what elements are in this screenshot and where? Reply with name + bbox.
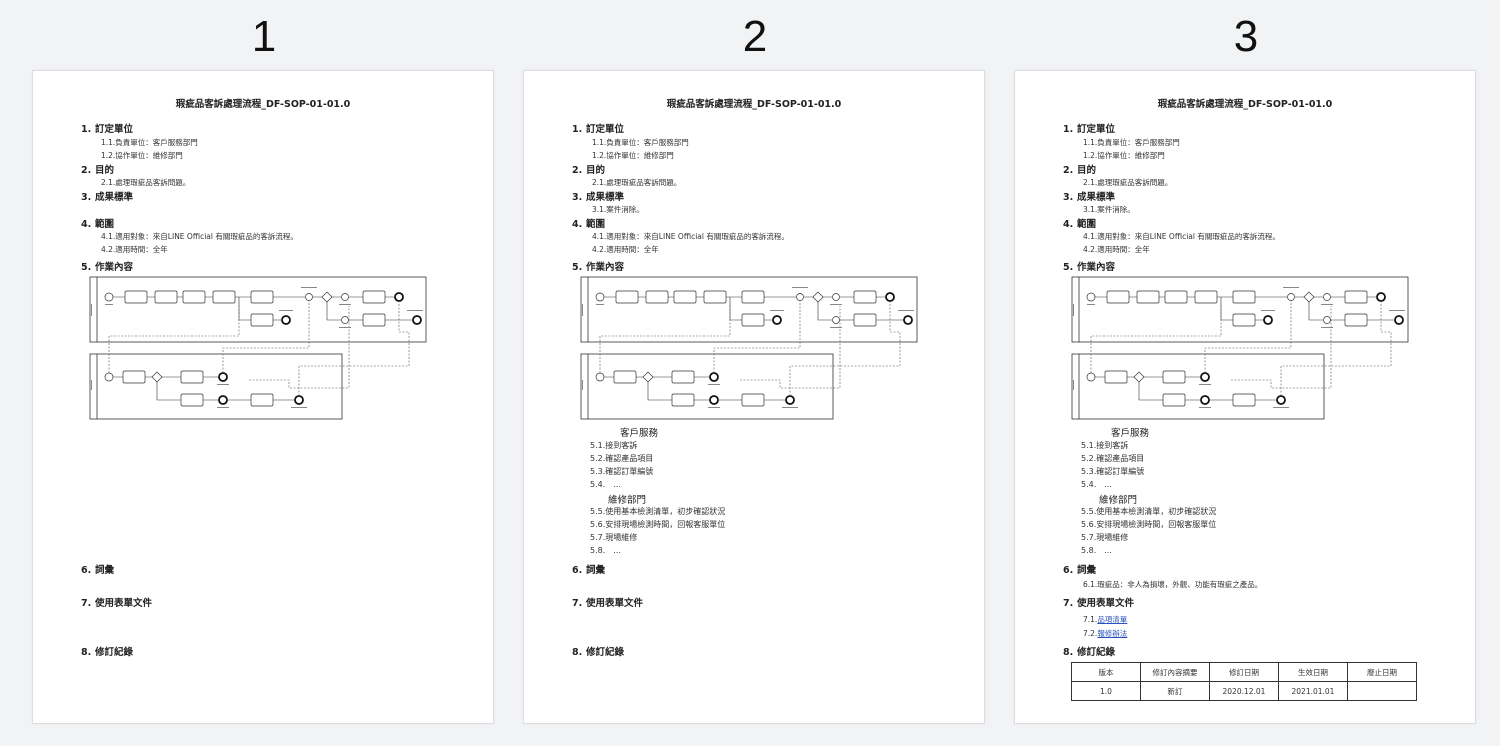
section-7: 7.使用表單文件 (81, 598, 153, 609)
table-cell (1347, 681, 1417, 701)
section-1: 1.訂定單位 (1063, 124, 1116, 135)
page-number-2: 2 (742, 12, 768, 61)
section-6: 6.詞彙 (572, 565, 606, 576)
section-8: 8.修訂紀錄 (572, 647, 625, 658)
flow-step: 5.6.安排現場檢測時間，回報客服單位 (1081, 520, 1217, 529)
section-1-item: 1.2.協作單位：維修部門 (592, 151, 674, 160)
flow-step: 5.8. ... (1081, 546, 1112, 555)
lane-title-repair-dept: 維修部門 (1099, 495, 1138, 506)
section-1-item: 1.1.負責單位：客戶服務部門 (592, 138, 689, 147)
doc-title: 瑕疵品客訴處理流程_DF-SOP-01-01.0 (175, 99, 351, 110)
section-2: 2.目的 (572, 165, 606, 176)
section-3-item: 3.1.案件消除。 (592, 205, 644, 214)
section-4-item: 4.2.適用時間：全年 (101, 245, 168, 254)
lane-title-customer-service: 客戶服務 (620, 428, 659, 439)
section-2-item: 2.1.處理瑕疵品客訴問題。 (592, 178, 682, 187)
section-4-item: 4.2.適用時間：全年 (592, 245, 659, 254)
table-row: 1.0 新訂 2020.12.01 2021.01.01 (1071, 681, 1417, 701)
table-header-cell: 修訂日期 (1209, 662, 1279, 682)
document-page-1[interactable]: 瑕疵品客訴處理流程_DF-SOP-01-01.0 1.訂定單位 1.1.負責單位… (32, 70, 494, 724)
section-2-item: 2.1.處理瑕疵品客訴問題。 (101, 178, 191, 187)
section-4: 4.範圍 (81, 219, 115, 230)
section-5: 5.作業內容 (1063, 262, 1116, 273)
section-3-item: 3.1.案件消除。 (1083, 205, 1135, 214)
section-3: 3.成果標準 (572, 192, 625, 203)
section-1-item: 1.2.協作單位：維修部門 (1083, 151, 1165, 160)
page-number-3: 3 (1233, 12, 1259, 61)
link-item-list[interactable]: 品項清單 (1097, 615, 1128, 624)
table-cell: 2020.12.01 (1209, 681, 1279, 701)
section-6: 6.詞彙 (81, 565, 115, 576)
section-4: 4.範圍 (572, 219, 606, 230)
flow-step: 5.6.安排現場檢測時間，回報客服單位 (590, 520, 726, 529)
section-7-item: 7.2.報修辦法 (1083, 629, 1128, 638)
section-7-item: 7.1.品項清單 (1083, 615, 1128, 624)
table-cell: 1.0 (1071, 681, 1141, 701)
flow-step: 5.2.確認產品項目 (1081, 454, 1145, 463)
table-header-cell: 廢止日期 (1347, 662, 1417, 682)
section-4-item: 4.2.適用時間：全年 (1083, 245, 1150, 254)
flow-step: 5.2.確認產品項目 (590, 454, 654, 463)
table-header-cell: 修訂內容摘要 (1140, 662, 1210, 682)
lane-title-customer-service: 客戶服務 (1111, 428, 1150, 439)
flow-step: 5.7.現場維修 (590, 533, 638, 542)
flow-step: 5.3.確認訂單編號 (1081, 467, 1145, 476)
section-6-item: 6.1.瑕疵品：非人為損壞，外觀、功能有瑕疵之產品。 (1083, 580, 1263, 589)
section-2-item: 2.1.處理瑕疵品客訴問題。 (1083, 178, 1173, 187)
section-1-item: 1.1.負責單位：客戶服務部門 (101, 138, 198, 147)
section-4-item: 4.1.適用對象：來自LINE Official 有關瑕疵品的客訴流程。 (1083, 232, 1280, 241)
page-number-1: 1 (251, 12, 277, 61)
section-2: 2.目的 (81, 165, 115, 176)
section-5: 5.作業內容 (81, 262, 134, 273)
doc-title: 瑕疵品客訴處理流程_DF-SOP-01-01.0 (1157, 99, 1333, 110)
section-8: 8.修訂紀錄 (81, 647, 134, 658)
section-8: 8.修訂紀錄 (1063, 647, 1116, 658)
flow-step: 5.7.現場維修 (1081, 533, 1129, 542)
section-1-item: 1.2.協作單位：維修部門 (101, 151, 183, 160)
bpmn-flow-diagram (89, 276, 435, 425)
section-3: 3.成果標準 (81, 192, 134, 203)
flow-step: 5.4. ... (1081, 480, 1112, 489)
section-1-item: 1.1.負責單位：客戶服務部門 (1083, 138, 1180, 147)
section-7: 7.使用表單文件 (572, 598, 644, 609)
revision-table: 版本 修訂內容摘要 修訂日期 生效日期 廢止日期 1.0 新訂 2020.12.… (1071, 662, 1417, 701)
lane-title-repair-dept: 維修部門 (608, 495, 647, 506)
flow-step: 5.3.確認訂單編號 (590, 467, 654, 476)
section-2: 2.目的 (1063, 165, 1097, 176)
document-page-2[interactable]: 瑕疵品客訴處理流程_DF-SOP-01-01.0 1.訂定單位 1.1.負責單位… (523, 70, 985, 724)
flow-step: 5.4. ... (590, 480, 621, 489)
table-header-cell: 版本 (1071, 662, 1141, 682)
section-4: 4.範圍 (1063, 219, 1097, 230)
section-6: 6.詞彙 (1063, 565, 1097, 576)
bpmn-flow-diagram (1071, 276, 1417, 425)
flow-step: 5.1.接到客訴 (1081, 441, 1129, 450)
flow-step: 5.5.使用基本檢測清單，初步確認狀況 (1081, 507, 1217, 516)
flow-step: 5.5.使用基本檢測清單，初步確認狀況 (590, 507, 726, 516)
section-4-item: 4.1.適用對象：來自LINE Official 有關瑕疵品的客訴流程。 (101, 232, 298, 241)
section-5: 5.作業內容 (572, 262, 625, 273)
section-4-item: 4.1.適用對象：來自LINE Official 有關瑕疵品的客訴流程。 (592, 232, 789, 241)
bpmn-flow-diagram (580, 276, 926, 425)
document-page-3[interactable]: 瑕疵品客訴處理流程_DF-SOP-01-01.0 1.訂定單位 1.1.負責單位… (1014, 70, 1476, 724)
table-header-cell: 生效日期 (1278, 662, 1348, 682)
link-repair-policy[interactable]: 報修辦法 (1097, 629, 1128, 638)
table-cell: 新訂 (1140, 681, 1210, 701)
table-cell: 2021.01.01 (1278, 681, 1348, 701)
flow-step: 5.1.接到客訴 (590, 441, 638, 450)
section-3: 3.成果標準 (1063, 192, 1116, 203)
section-7: 7.使用表單文件 (1063, 598, 1135, 609)
flow-step: 5.8. ... (590, 546, 621, 555)
table-header-row: 版本 修訂內容摘要 修訂日期 生效日期 廢止日期 (1071, 662, 1417, 682)
section-1: 1.訂定單位 (81, 124, 134, 135)
section-1: 1.訂定單位 (572, 124, 625, 135)
doc-title: 瑕疵品客訴處理流程_DF-SOP-01-01.0 (666, 99, 842, 110)
